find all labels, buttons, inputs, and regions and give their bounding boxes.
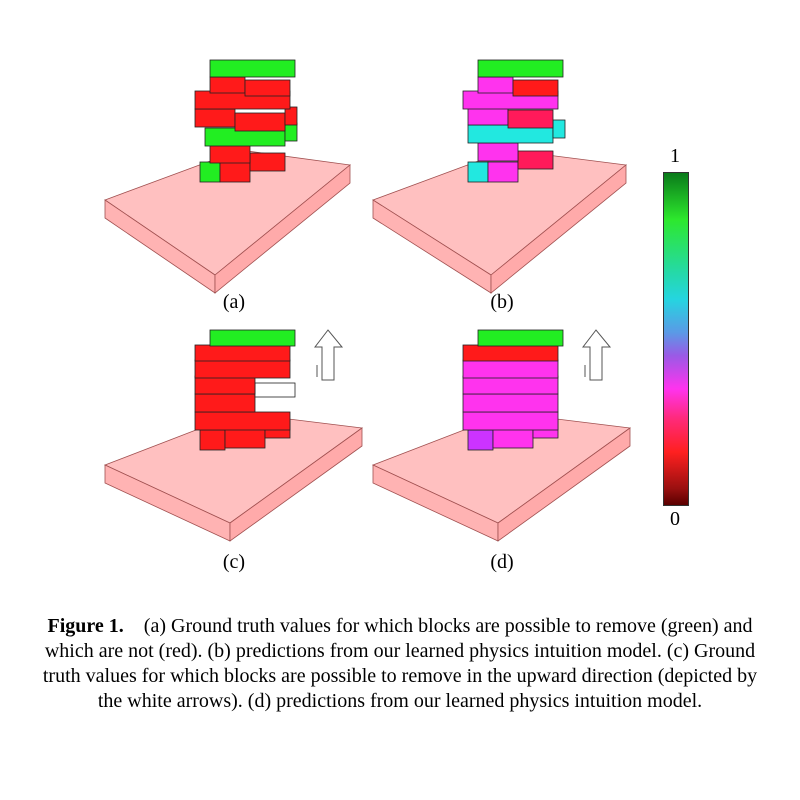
jenga-tower-b [372,59,627,294]
panel-label: (c) [222,551,246,573]
up-arrow-icon [581,329,612,381]
colorbar-max-label: 1 [670,145,680,167]
colorbar [663,172,689,506]
jenga-tower-a [104,59,351,294]
panel-d: (d) [368,325,638,573]
panel-b: (b) [368,55,628,313]
panel-a: (a) [100,55,360,313]
panel-label: (a) [222,291,246,313]
panel-label: (b) [490,291,514,313]
jenga-tower-c [103,329,364,542]
up-arrow-icon [313,329,344,381]
panel-c: (c) [100,325,370,573]
figure-caption: Figure 1. (a) Ground truth values for wh… [40,614,760,714]
caption-text: (a) Ground truth values for which blocks… [42,615,758,712]
jenga-tower-d [371,329,632,542]
colorbar-min-label: 0 [670,508,680,530]
panel-label: (d) [490,551,514,573]
figure-label: Figure 1. [47,615,124,637]
